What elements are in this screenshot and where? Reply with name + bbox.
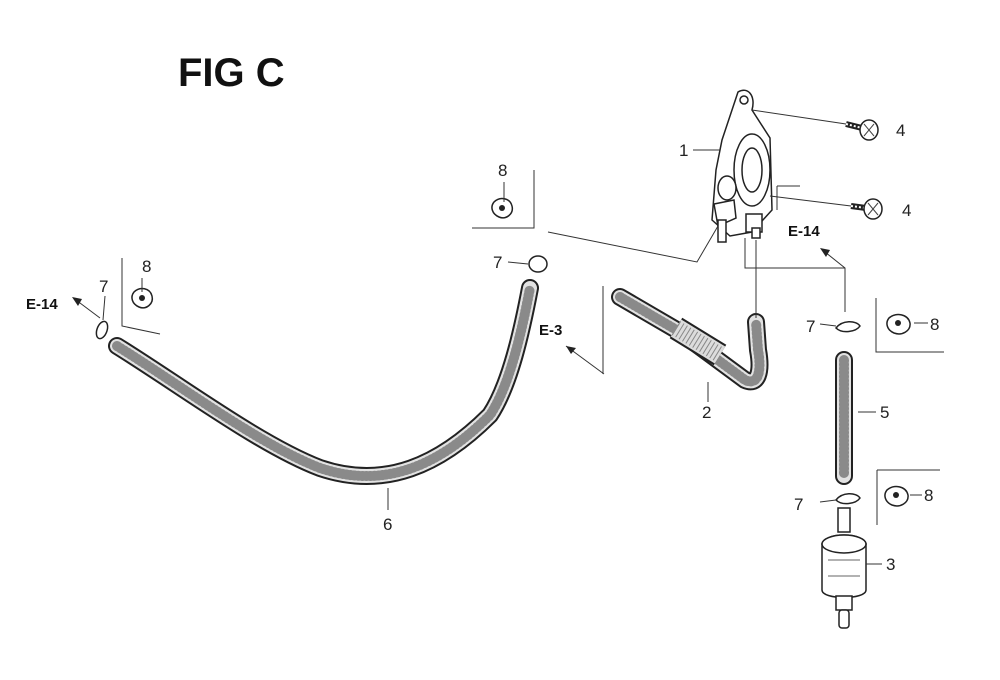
callout-7-c: 7: [806, 317, 815, 336]
callout-7-d: 7: [794, 495, 803, 514]
callout-8-c: 8: [930, 315, 939, 334]
bolt-4-upper: [845, 119, 879, 141]
callout-6: 6: [383, 515, 392, 534]
fuel-pump-1: [711, 89, 773, 243]
clip-8-d: [884, 485, 909, 507]
callout-1: 1: [679, 141, 688, 160]
clip-8-a: [491, 197, 514, 219]
clip-8-b: [131, 287, 154, 309]
callout-2: 2: [702, 403, 711, 422]
callout-4-lower: 4: [902, 201, 911, 220]
bolt-4-lower: [850, 198, 883, 220]
callout-7-b: 7: [99, 277, 108, 296]
callout-4-upper: 4: [896, 121, 905, 140]
callout-8-d: 8: [924, 486, 933, 505]
callout-3: 3: [886, 555, 895, 574]
fuel-filter-3: [821, 507, 867, 629]
group-brackets: [121, 170, 944, 525]
fuel-hose-6: [108, 279, 539, 485]
callout-7-a: 7: [493, 253, 502, 272]
clamp-7-c: [835, 321, 861, 333]
callout-8-a: 8: [498, 161, 507, 180]
callout-8-b: 8: [142, 257, 151, 276]
clip-8-c: [886, 313, 911, 335]
figure-title: FIG C: [178, 51, 285, 95]
reference-e14-left: E-14: [26, 296, 58, 313]
callout-5: 5: [880, 403, 889, 422]
clamp-7-a: [528, 255, 548, 273]
clamp-7-d: [835, 493, 861, 505]
fuel-hose-2: [611, 288, 769, 391]
leader-lines: [72, 109, 928, 565]
clamp-7-b: [95, 320, 109, 340]
reference-e3: E-3: [539, 322, 562, 339]
reference-e14-right: E-14: [788, 223, 820, 240]
